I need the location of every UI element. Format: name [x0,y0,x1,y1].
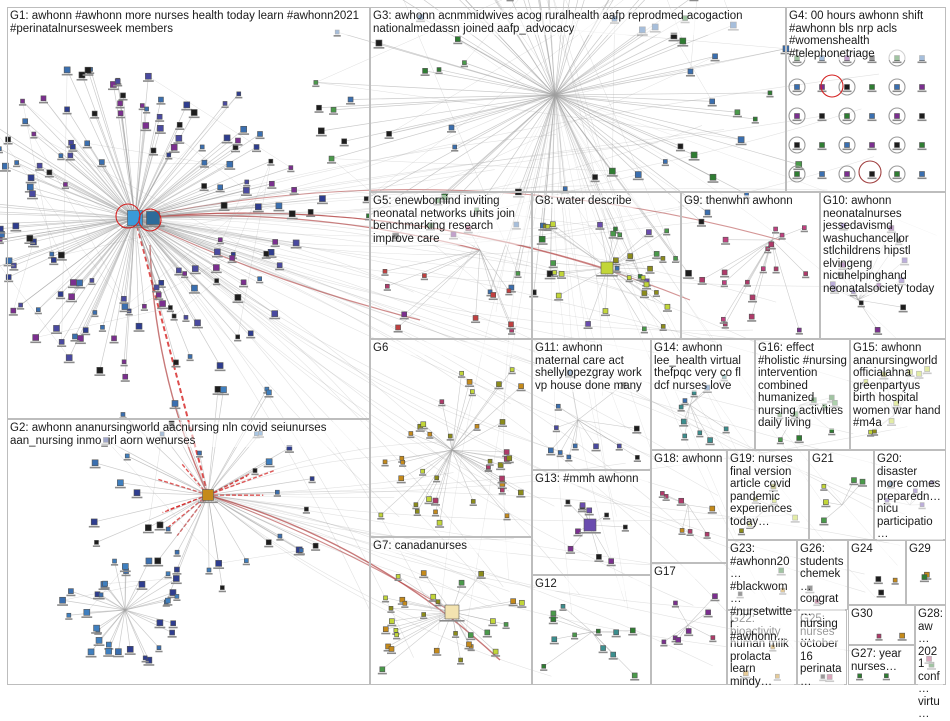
group-panel-g1: G1: awhonn #awhonn more nurses health to… [7,7,370,419]
group-panel-g8: G8: water describe [532,192,681,339]
group-title-g21: G21 [812,453,871,466]
group-title-g30: G30 [851,608,912,621]
group-panel-g21: G21 [809,450,874,540]
group-title-g4: G4: 00 hours awhonn shift #awhonn bls nr… [789,10,943,60]
group-title-g8: G8: water describe [535,195,678,208]
group-title-g24: G24 [851,543,903,556]
group-title-g14: G14: awhonn lee_health virtual thefpqc v… [654,342,752,392]
group-panel-g7: G7: canadanurses [370,537,532,685]
group-panel-g16: G16: effect #holistic #nursing intervent… [755,339,850,450]
group-title-g5: G5: enewbornind inviting neonatal networ… [373,195,529,245]
group-panel-g18: G18: awhonn [651,450,727,563]
node-300 [689,0,698,1]
group-panel-g2: G2: awhonn ananursingworld aacnursing nl… [7,419,370,685]
group-panel-g30: G30 [848,605,915,645]
group-title-g20: G20: disaster more comes preparedn… nicu… [877,453,943,541]
group-panel-g4: G4: 00 hours awhonn shift #awhonn bls nr… [786,7,946,192]
group-title-g27: G27: year nurses… [851,648,912,673]
group-title-g6: G6 [373,342,529,355]
group-title-g10: G10: awhonn neonatalnurses jessedavismd … [823,195,943,295]
group-panel-g26: G26: students chemek… congrat… nursing… [797,540,848,610]
group-panel-g14: G14: awhonn lee_health virtual thefpqc v… [651,339,755,450]
network-graph-canvas: G1: awhonn #awhonn more nurses health to… [0,0,950,688]
group-panel-g3: G3: awhonn acnmmidwives acog ruralhealth… [370,7,786,192]
group-panel-g24: G24 [848,540,906,605]
group-panel-g6: G6 [370,339,532,537]
group-panel-g10: G10: awhonn neonatalnurses jessedavismd … [820,192,946,339]
group-panel-g19: G19: nurses final version article covid … [727,450,809,540]
group-panel-g12: G12 [532,575,651,685]
group-panel-g15: G15: awhonn ananursingworld officialahna… [850,339,946,450]
group-title-g9: G9: thenwhn awhonn [684,195,817,208]
group-title-g23: G23: #awhonn20… #blackwom… #nursetwitter… [730,543,794,643]
group-panel-g9: G9: thenwhn awhonn [681,192,820,339]
group-title-g19: G19: nurses final version article covid … [730,453,806,528]
node-281 [507,0,514,1]
group-panel-g13: G13: #mmh awhonn [532,470,651,575]
group-panel-g23: G23: #awhonn20… #blackwom… #nursetwitter… [727,540,797,610]
group-title-g29: G29 [909,543,943,556]
group-panel-g28: G28: aw… 2021 conf… virtu… [915,605,946,685]
group-title-g18: G18: awhonn [654,453,724,466]
group-title-g26: G26: students chemek… congrat… nursing… [800,543,845,643]
group-title-g11: G11: awhonn maternal care act shellylope… [535,342,648,392]
group-panel-g17: G17 [651,563,727,685]
group-title-g1: G1: awhonn #awhonn more nurses health to… [10,10,367,35]
group-title-g12: G12 [535,578,648,591]
node-72 [0,226,5,234]
group-title-g13: G13: #mmh awhonn [535,473,648,486]
group-title-g16: G16: effect #holistic #nursing intervent… [758,342,847,430]
group-title-g15: G15: awhonn ananursingworld officialahna… [853,342,943,430]
group-title-g28: G28: aw… 2021 conf… virtu… [918,608,943,721]
group-title-g2: G2: awhonn ananursingworld aacnursing nl… [10,422,367,447]
group-panel-g5: G5: enewbornind inviting neonatal networ… [370,192,532,339]
group-panel-g20: G20: disaster more comes preparedn… nicu… [874,450,946,540]
group-panel-g11: G11: awhonn maternal care act shellylope… [532,339,651,470]
group-title-g7: G7: canadanurses [373,540,529,553]
group-panel-g29: G29 [906,540,946,605]
group-panel-g27: G27: year nurses… [848,645,915,685]
group-title-g17: G17 [654,566,724,579]
group-title-g3: G3: awhonn acnmmidwives acog ruralhealth… [373,10,783,35]
